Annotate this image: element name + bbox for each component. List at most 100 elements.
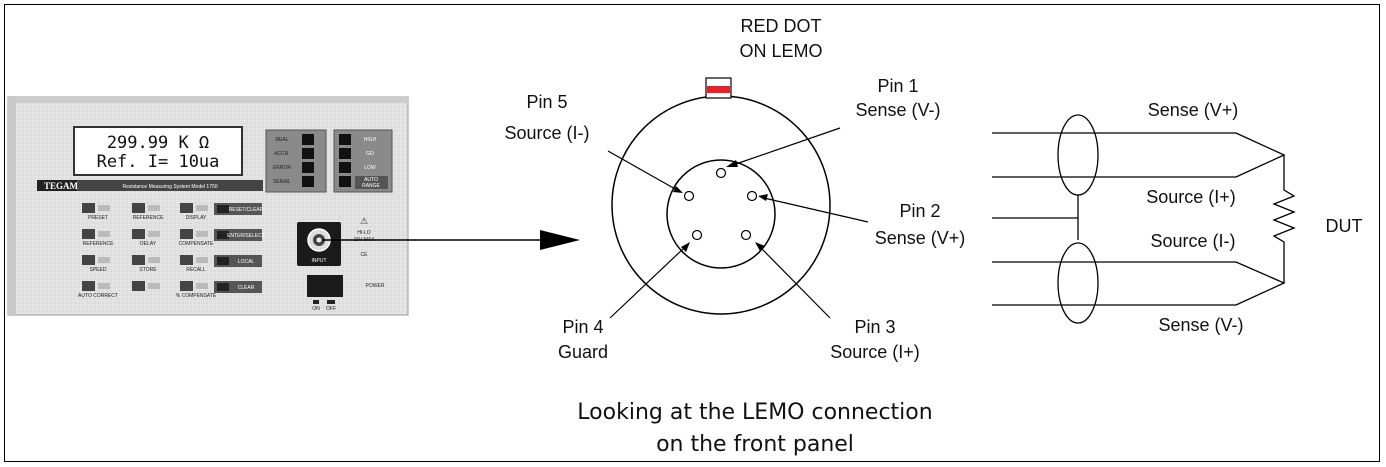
- side-key-clear[interactable]: CLEAR: [214, 281, 262, 293]
- keypad-key[interactable]: SPEED: [82, 255, 110, 273]
- red-dot-key: [705, 77, 732, 99]
- svg-text:ENTER/SELECT: ENTER/SELECT: [227, 233, 265, 239]
- label-dut: DUT: [1326, 216, 1363, 236]
- red-dot-label-line-1: RED DOT: [741, 16, 822, 36]
- range-indicator-high: HIGH: [339, 134, 377, 145]
- diagram-frame: [4, 4, 1380, 462]
- dut-resistor: [1272, 155, 1296, 283]
- pin-5: [683, 190, 695, 202]
- pin-2-label: Pin 2: [899, 201, 940, 221]
- svg-text:GO: GO: [366, 151, 374, 157]
- lemo-connector: RED DOT ON LEMO Pin 1 Sense (V-) Pin 5 S…: [504, 16, 965, 362]
- pin-1-label: Pin 1: [877, 76, 918, 96]
- caption-line-1: Looking at the LEMO connection: [577, 400, 932, 425]
- lcd-line-2: Ref. I= 10ua: [97, 152, 220, 172]
- power-switch[interactable]: ON OFF: [307, 275, 343, 312]
- svg-text:INPUT: INPUT: [312, 258, 327, 264]
- keypad-key[interactable]: COMPENSATE: [179, 229, 214, 247]
- svg-text:REFERENCE: REFERENCE: [83, 241, 115, 247]
- svg-text:% COMPENSATE: % COMPENSATE: [176, 293, 217, 299]
- junction-bottom: [1235, 261, 1286, 306]
- pin-4: [691, 229, 703, 241]
- keypad-key[interactable]: DISPLAY: [180, 203, 208, 221]
- keypad-key[interactable]: REFERENCE: [132, 203, 164, 221]
- keypad-key[interactable]: DELAY: [132, 229, 160, 247]
- svg-text:LOCAL: LOCAL: [238, 259, 255, 265]
- red-dot-label-line-2: ON LEMO: [739, 41, 822, 61]
- status-indicator-real: REAL: [275, 134, 314, 145]
- panel-input-connector[interactable]: INPUT: [297, 222, 341, 266]
- svg-text:SPEED: SPEED: [90, 267, 107, 273]
- lemo-outer-ring: [611, 95, 831, 315]
- svg-text:HIGH: HIGH: [364, 137, 377, 143]
- status-indicator-accr: ACCR.: [274, 148, 314, 159]
- label-source-iplus: Source (I+): [1146, 187, 1236, 207]
- keypad-key[interactable]: STORE: [132, 255, 160, 273]
- shield-top: [1057, 114, 1099, 196]
- ce-mark: CE: [361, 252, 369, 258]
- panel-left-bevel: [8, 97, 16, 315]
- svg-text:COMPENSATE: COMPENSATE: [179, 241, 214, 247]
- junction-top: [1235, 132, 1286, 178]
- range-indicator-go: GO: [339, 148, 374, 159]
- keypad-row-1: PRESET REFERENCE DISPLAY RESET/CLEAR: [82, 203, 264, 221]
- pin-3-function: Source (I+): [830, 342, 920, 362]
- pin-1-function: Sense (V-): [855, 100, 940, 120]
- svg-text:REFERENCE: REFERENCE: [133, 215, 165, 221]
- range-indicator-group: HIGH GO LOW AUTO RANGE: [333, 129, 393, 193]
- status-indicator-group: REAL ACCR. ERROR SERIAL: [265, 129, 327, 193]
- pin-5-label: Pin 5: [526, 92, 567, 112]
- svg-text:DELAY: DELAY: [140, 241, 157, 247]
- pin-2-function: Sense (V+): [875, 228, 966, 248]
- side-key-local[interactable]: LOCAL: [214, 255, 262, 267]
- pin-3: [740, 229, 752, 241]
- pin-3-label: Pin 3: [854, 317, 895, 337]
- svg-text:ON: ON: [312, 306, 320, 312]
- brand-bar: TEGAM Resistance Measuring System Model …: [37, 180, 263, 191]
- hi-lo-label: HI-LO: [357, 230, 370, 236]
- model-title: Resistance Measuring System Model 1750: [122, 184, 217, 190]
- keypad-key[interactable]: RECALL: [180, 255, 208, 273]
- svg-text:RESET/CLEAR: RESET/CLEAR: [229, 207, 264, 213]
- caption-line-2: on the front panel: [656, 432, 854, 457]
- svg-text:AUTO: AUTO: [364, 177, 378, 183]
- label-sense-vminus: Sense (V-): [1158, 315, 1243, 335]
- lcd-bezel: [73, 126, 243, 176]
- pin-5-function: Source (I-): [504, 123, 589, 143]
- side-key-enter[interactable]: ENTER/SELECT: [214, 229, 265, 241]
- keypad-row-4: AUTO CORRECT % COMPENSATE CLEAR: [78, 281, 262, 299]
- label-source-iminus: Source (I-): [1150, 231, 1235, 251]
- pin-4-label: Pin 4: [562, 317, 603, 337]
- svg-text:CLEAR: CLEAR: [238, 285, 255, 291]
- svg-text:REAL: REAL: [275, 137, 288, 143]
- caution-icon: ⚠: [360, 216, 368, 226]
- pin-4-function: Guard: [558, 342, 608, 362]
- keypad-key[interactable]: % COMPENSATE: [176, 281, 217, 299]
- auto-range-button[interactable]: AUTO RANGE: [339, 176, 388, 189]
- shield-bottom: [1057, 242, 1099, 324]
- svg-text:PRESET: PRESET: [88, 215, 108, 221]
- svg-text:AUTO CORRECT: AUTO CORRECT: [78, 293, 118, 299]
- pin-leaders: [607, 127, 869, 319]
- keypad: PRESET REFERENCE DISPLAY RESET/CLEAR REF…: [78, 203, 265, 299]
- lemo-inner-insert: [666, 159, 776, 269]
- keypad-key[interactable]: REFERENCE: [82, 229, 114, 247]
- svg-text:ACCR.: ACCR.: [274, 151, 290, 157]
- red-dot: [707, 86, 730, 93]
- pointer-arrow: [322, 230, 580, 250]
- keypad-key[interactable]: PRESET: [82, 203, 110, 221]
- four-wire-circuit: [992, 114, 1296, 324]
- pin-1: [715, 167, 727, 179]
- keypad-key[interactable]: [132, 281, 160, 291]
- power-label: POWER: [366, 283, 385, 289]
- keypad-row-2: REFERENCE DELAY COMPENSATE ENTER/SELECT: [82, 229, 265, 247]
- range-indicator-low: LOW: [339, 162, 376, 173]
- svg-text:ERROR: ERROR: [273, 165, 291, 171]
- svg-text:OFF: OFF: [326, 306, 336, 312]
- pin-2: [746, 190, 758, 202]
- keypad-key[interactable]: AUTO CORRECT: [78, 281, 118, 299]
- svg-text:STORE: STORE: [139, 267, 157, 273]
- side-key-reset[interactable]: RESET/CLEAR: [214, 203, 264, 215]
- brand-logo: TEGAM: [44, 181, 79, 191]
